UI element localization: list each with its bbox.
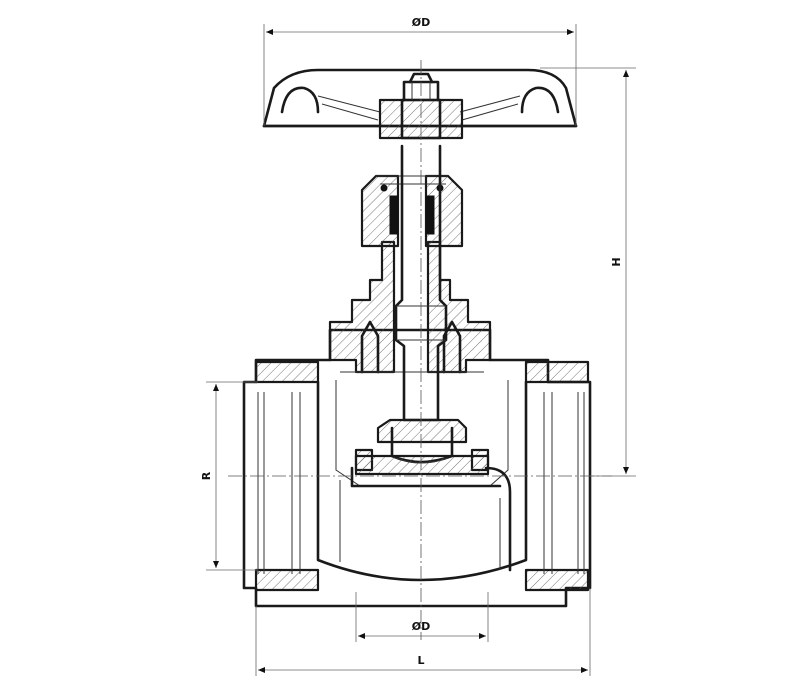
port-diameter-label: ØD <box>412 620 430 633</box>
dimension-handwheel-diameter: ØD <box>263 16 577 126</box>
dimension-length: L <box>255 588 591 676</box>
length-label: L <box>417 654 424 667</box>
center-lines <box>228 60 612 640</box>
valve-bonnet <box>328 240 492 374</box>
dimension-port-diameter: ØD <box>355 592 489 642</box>
handwheel-diameter-label: ØD <box>412 16 430 29</box>
valve-disc <box>354 418 490 476</box>
dimension-thread: R <box>200 381 258 571</box>
height-label: H <box>610 257 623 266</box>
thread-size-label: R <box>200 471 213 480</box>
gland-nut <box>360 174 464 248</box>
dimension-height: H <box>540 67 636 477</box>
handwheel <box>262 68 578 140</box>
